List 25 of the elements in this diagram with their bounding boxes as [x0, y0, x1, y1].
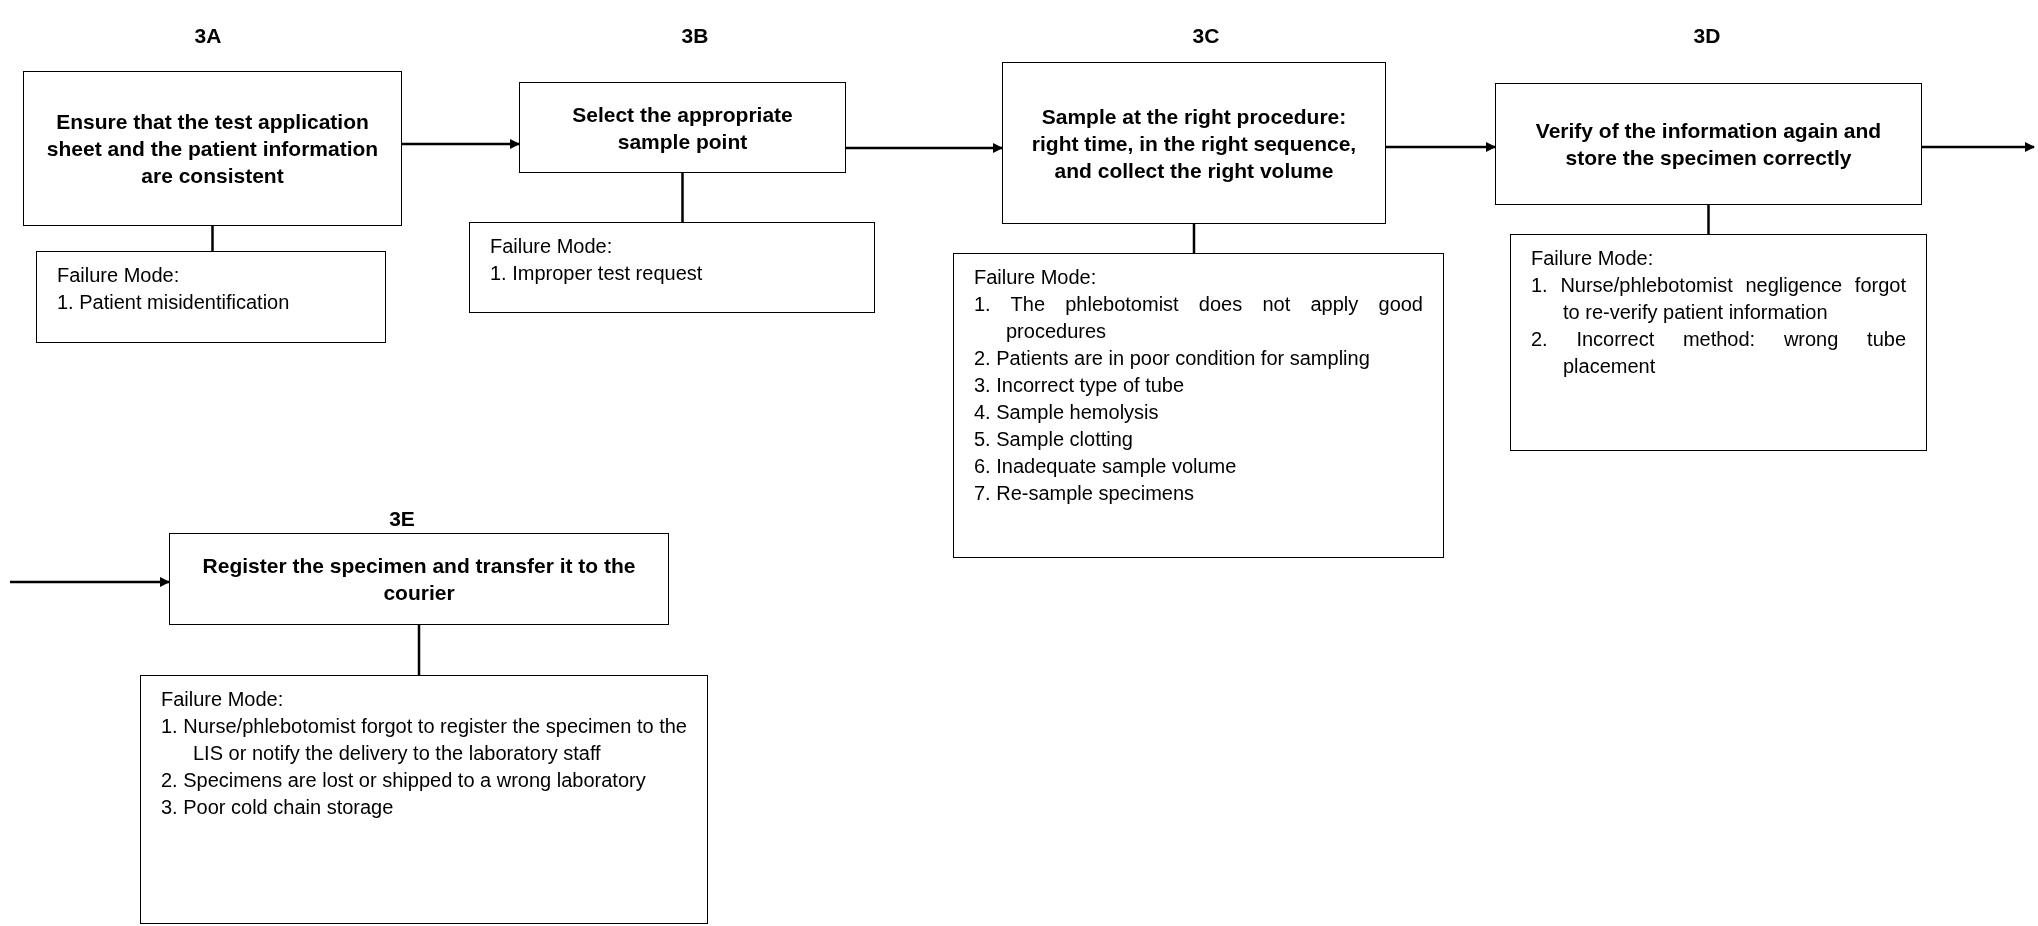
failure-mode-box: Failure Mode: 1. Patient misidentification [36, 251, 386, 343]
step-label: 3C [1192, 23, 1220, 49]
step-label: 3D [1693, 23, 1721, 49]
connector-line [417, 625, 421, 675]
failure-mode-box: Failure Mode: 1. Nurse/phlebotomist forgot to register the specimen to the LIS or notify the delivery to the laboratory staff 2. Specimens are lost or shipped to a wrong laboratory 3. Poor cold chain storage [140, 675, 708, 924]
process-box: Ensure that the test application sheet and the patient information are consistent [23, 71, 402, 226]
arrow [846, 143, 1003, 153]
arrow [402, 139, 520, 149]
failure-mode-box: Failure Mode: 1. Nurse/phlebotomist negligence forgot to re-verify patient information 2. Incorrect method: wrong tube placement [1510, 234, 1927, 451]
connector-line [1707, 205, 1710, 234]
failure-mode-box: Failure Mode: 1. Improper test request [469, 222, 875, 313]
process-box: Select the appropriate sample point [519, 82, 846, 173]
process-box: Verify of the information again and store the specimen correctly [1495, 83, 1922, 205]
arrow [1386, 142, 1496, 152]
connector-line [1192, 224, 1196, 253]
connector-line [681, 173, 684, 222]
connector-line [211, 226, 214, 251]
arrow [1922, 142, 2035, 152]
process-box: Register the specimen and transfer it to the courier [169, 533, 669, 625]
step-label: 3A [194, 23, 222, 49]
step-label: 3B [681, 23, 709, 49]
arrow [10, 577, 170, 587]
process-box: Sample at the right procedure: right time, in the right sequence, and collect the right volume [1002, 62, 1386, 224]
failure-mode-box: Failure Mode: 1. The phlebotomist does not apply good procedures 2. Patients are in poor condition for sampling 3. Incorrect type of tube 4. Sample hemolysis 5. Sample clotting 6. Inadequate sample volume 7. Re-sample specimens [953, 253, 1444, 558]
step-label: 3E [389, 506, 415, 532]
